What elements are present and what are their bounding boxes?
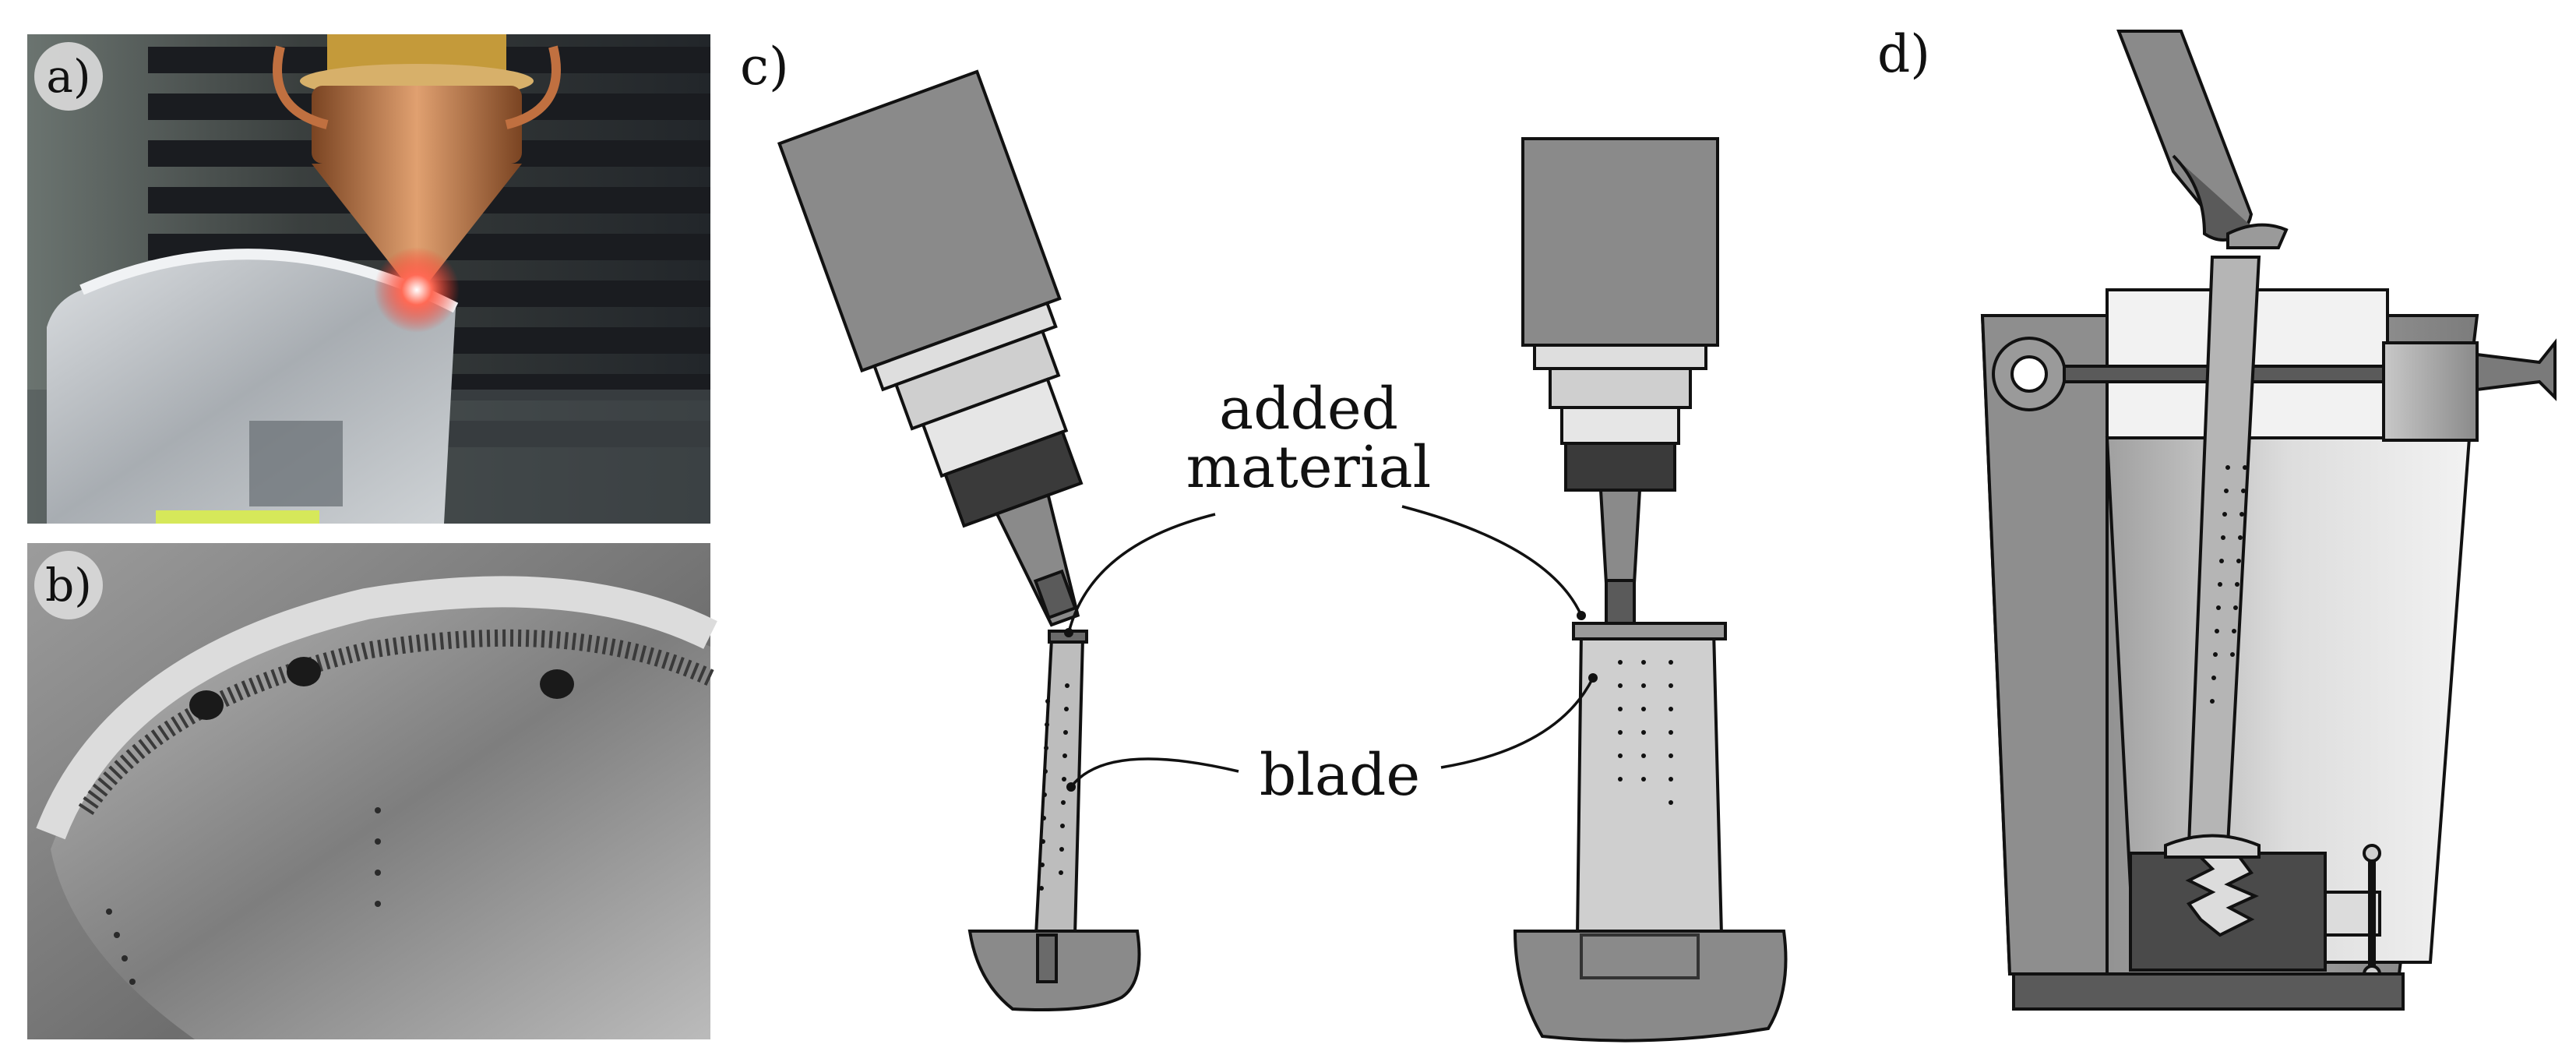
blade-label: blade (1260, 742, 1420, 809)
added-material-label-line1: added (1219, 376, 1398, 443)
panel-b-photo (27, 543, 717, 1039)
panel-c-label: c) (740, 37, 789, 97)
cooling-holes (189, 657, 574, 720)
fir-tree-root (2185, 856, 2259, 937)
base-right (1513, 930, 1788, 1043)
panel-a-photo (27, 34, 710, 524)
blade-dots-fixture (2210, 465, 2247, 704)
screw-housing (2382, 341, 2479, 442)
deposition-nozzle (273, 34, 561, 284)
panel-d-label: d) (1877, 24, 1930, 84)
blade-front (1575, 630, 1724, 937)
vertical-tool-setup (1513, 137, 1788, 1043)
vertical-spindle (1521, 137, 1719, 625)
annotation-endpoints (1064, 611, 1598, 792)
panel-a-label: a) (34, 42, 103, 111)
svg-text:b): b) (45, 559, 92, 612)
annotation-leaders (1067, 505, 1595, 789)
blade-dots-right (1618, 660, 1673, 805)
tilted-tool-setup (777, 69, 1141, 1011)
screw-handle (2476, 338, 2557, 401)
laser-spot (374, 247, 460, 333)
panel-b-label: b) (34, 551, 103, 619)
vise-fixture (1980, 30, 2557, 1011)
blade-dots-left (1039, 683, 1070, 891)
added-material-label-line2: material (1186, 434, 1432, 501)
tilted-spindle (777, 69, 1084, 627)
cutting-tool (2116, 30, 2254, 240)
blade-photo-a (47, 254, 456, 524)
vise-left-wall (1980, 314, 2109, 976)
base-plate (2012, 972, 2405, 1011)
svg-text:a): a) (46, 50, 90, 103)
